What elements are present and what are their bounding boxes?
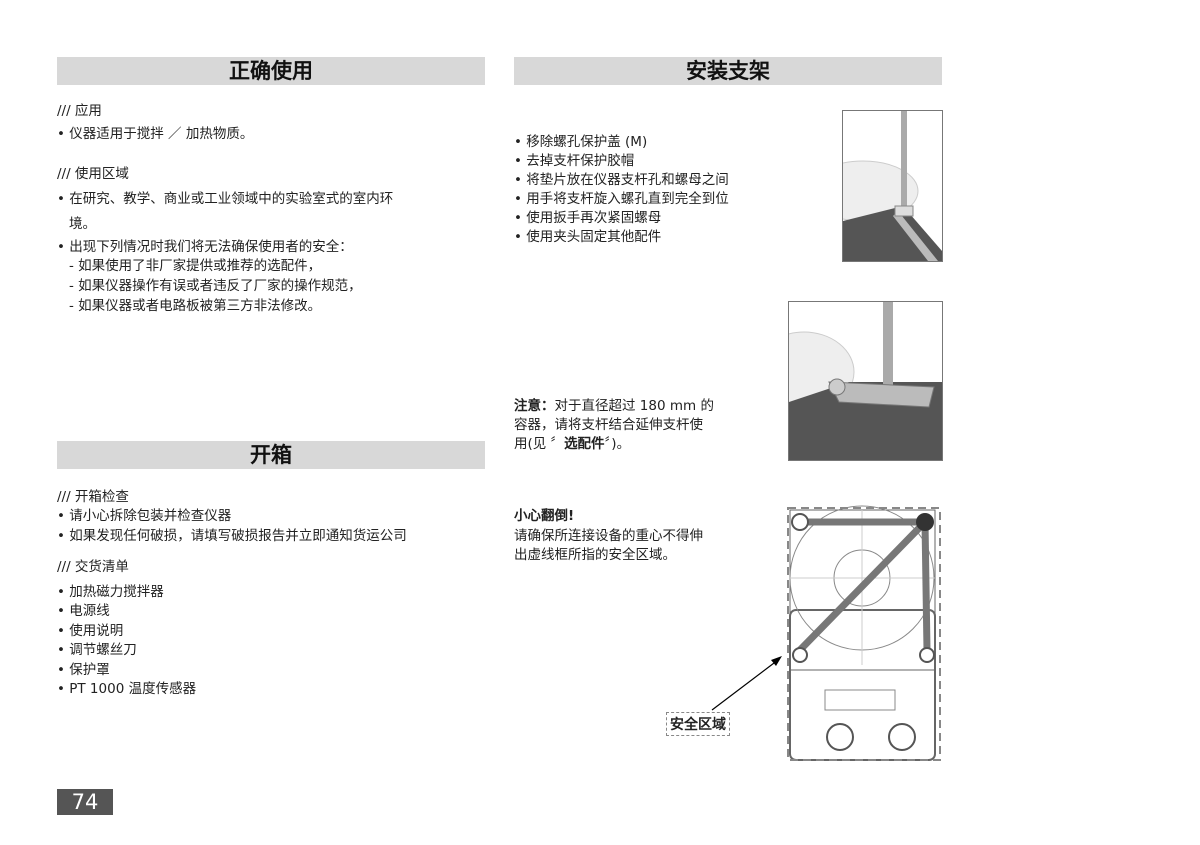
sub-item: - 如果仪器操作有误或者违反了厂家的操作规范， xyxy=(69,278,362,294)
list-item: • 如果发现任何破损，请填写破损报告并立即通知货运公司 xyxy=(57,528,407,544)
subheading-delivery: /// 交货清单 xyxy=(57,559,129,575)
sub-item: - 如果仪器或者电路板被第三方非法修改。 xyxy=(69,298,322,314)
page-number: 74 xyxy=(57,789,113,815)
list-item: • 加热磁力搅拌器 xyxy=(57,584,164,600)
list-item: • 电源线 xyxy=(57,603,110,619)
step-item: • 移除螺孔保护盖 (M) xyxy=(514,134,648,150)
list-item: • 请小心拆除包装并检查仪器 xyxy=(57,508,232,524)
note-text: 对于直径超过 180 mm 的 xyxy=(554,398,714,414)
subheading-application: /// 应用 xyxy=(57,103,102,119)
step-item: • 使用夹头固定其他配件 xyxy=(514,229,662,245)
note-label: 注意： xyxy=(514,398,555,414)
list-item: • 在研究、教学、商业或工业领域中的实验室式的室内环 xyxy=(57,191,394,207)
note-ref: 选配件 xyxy=(564,436,605,452)
section-title-correct-use: 正确使用 xyxy=(57,57,485,85)
note-line: 用(见 〞选配件〞)。 xyxy=(514,435,630,454)
list-item-cont: 境。 xyxy=(69,216,96,232)
safety-zone-diagram xyxy=(711,505,941,761)
section-title-stand-install: 安装支架 xyxy=(514,57,942,85)
step-item: • 使用扳手再次紧固螺母 xyxy=(514,210,662,226)
list-item: • 保护罩 xyxy=(57,662,110,678)
step-item: • 去掉支杆保护胶帽 xyxy=(514,153,635,169)
step-item: • 将垫片放在仪器支杆孔和螺母之间 xyxy=(514,172,729,188)
list-item: • 仪器适用于搅拌 ／ 加热物质。 xyxy=(57,126,254,142)
photo-extension-rod xyxy=(788,301,943,461)
safety-zone-label: 安全区域 xyxy=(666,712,730,736)
note-line: 注意：对于直径超过 180 mm 的 xyxy=(514,397,714,416)
section-title-unpacking: 开箱 xyxy=(57,441,485,469)
list-item: • 出现下列情况时我们将无法确保使用者的安全： xyxy=(57,239,353,255)
warning-text: 请确保所连接设备的重心不得伸 xyxy=(514,528,703,544)
list-item: • PT 1000 温度传感器 xyxy=(57,681,197,697)
photo-rod-wrench xyxy=(842,110,943,262)
note-line: 容器，请将支杆结合延伸支杆使 xyxy=(514,417,703,433)
note-text: 用(见 〞 xyxy=(514,436,565,452)
warning-title: 小心翻倒! xyxy=(514,508,575,524)
sub-item: - 如果使用了非厂家提供或推荐的选配件， xyxy=(69,258,322,274)
subheading-unpack-check: /// 开箱检查 xyxy=(57,489,129,505)
step-item: • 用手将支杆旋入螺孔直到完全到位 xyxy=(514,191,729,207)
list-item: • 调节螺丝刀 xyxy=(57,642,137,658)
list-item: • 使用说明 xyxy=(57,623,124,639)
note-text: 〞)。 xyxy=(604,436,631,452)
warning-text: 出虚线框所指的安全区域。 xyxy=(514,547,676,563)
subheading-usage-area: /// 使用区域 xyxy=(57,166,129,182)
